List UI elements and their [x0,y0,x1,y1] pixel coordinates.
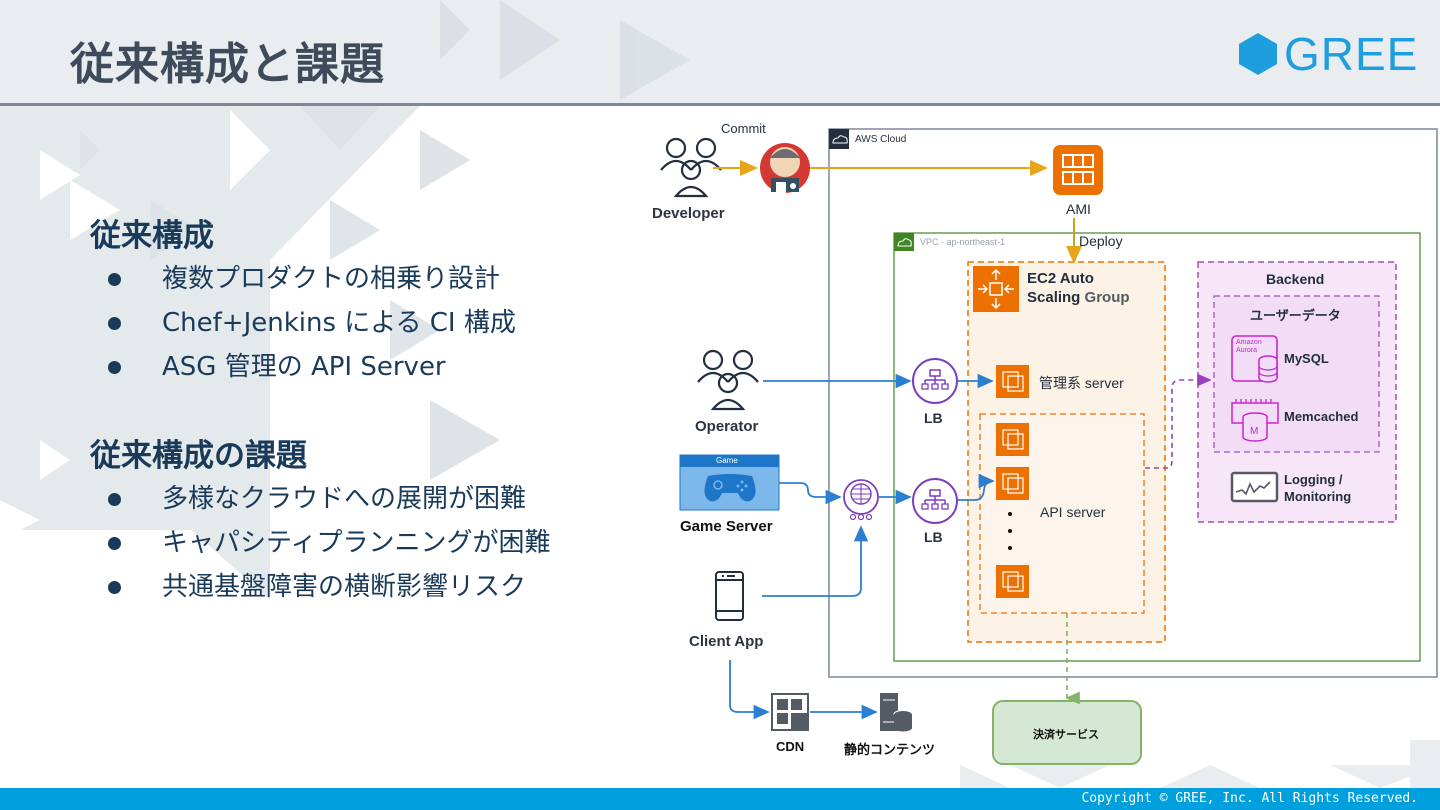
mysql-label: MySQL [1284,351,1329,366]
ami-label: AMI [1066,201,1091,217]
ec2-instance-icons [996,365,1029,598]
aurora-mysql-icon [1231,335,1278,383]
aws-cloud-label: AWS Cloud [855,134,907,145]
jenkins-icon [760,143,810,194]
user-data-label: ユーザーデータ [1250,308,1341,323]
ec2-api-icon-n [996,565,1029,598]
bullet-icon [108,317,121,330]
static-content-label: 静的コンテンツ [844,742,936,757]
bullet-icon [108,273,121,286]
internet-gateway-icon [843,479,879,521]
list-item: 多様なクラウドへの展開が困難 [106,477,550,521]
ec2-api-icon-1 [996,423,1029,456]
lb-bottom-label: LB [924,529,943,545]
operator-icon [697,349,759,411]
ec2-admin-icon [996,365,1029,398]
list-item: Chef+Jenkins による CI 構成 [106,301,516,345]
game-window-title: Game [716,456,738,465]
hexagon-icon [1239,33,1277,75]
list-item: 複数プロダクトの相乗り設計 [106,257,516,301]
lb-top-label: LB [924,410,943,426]
client-to-igw-arrow [762,525,869,597]
bullet-icon [108,493,121,506]
ami-icon [1053,145,1103,195]
user-data-box [1213,295,1380,453]
memcached-glyph: M [1250,426,1259,437]
header-divider [0,103,1440,106]
list-item: キャパシティプランニングが困難 [106,521,550,565]
footer: Copyright © GREE, Inc. All Rights Reserv… [0,788,1440,810]
asg-label: EC2 Auto Scaling Group [1027,270,1130,306]
deploy-label: Deploy [1079,233,1123,249]
issues-list: 多様なクラウドへの展開が困難 キャパシティプランニングが困難 共通基盤障害の横断… [106,477,550,609]
developer-icon [660,137,722,198]
game-to-igw-arrow [779,482,842,505]
cdn-icon [771,693,809,731]
admin-server-label: 管理系 server [1039,375,1124,391]
header: 従来構成と課題 GREE [0,0,1440,104]
aws-cloud-icon [829,129,849,149]
gree-logo: GREE [1238,31,1418,77]
backend-label: Backend [1266,271,1325,287]
static-content-server-icon [880,693,913,732]
cdn-label: CDN [776,739,805,754]
list-item: ASG 管理の API Server [106,345,516,389]
client-to-cdn-arrow [729,660,770,720]
bullet-icon [108,537,121,550]
payment-service-label: 決済サービス [1033,729,1099,741]
lb-icon-bottom [912,478,958,524]
developer-label: Developer [652,205,725,222]
logging-monitoring-label: Logging /Monitoring [1284,472,1352,504]
game-server-icon [679,454,780,511]
mobile-phone-icon [715,571,744,621]
list-item: 共通基盤障害の横断影響リスク [106,565,550,609]
lb-icon-top [912,358,958,404]
bullet-icon [108,361,121,374]
logo-text: GREE [1284,28,1419,80]
ec2-api-icon-2 [996,467,1029,500]
client-app-label: Client App [689,633,764,650]
api-server-label: API server [1040,504,1106,520]
section-heading-current: 従来構成 [90,218,214,254]
vpc-label: VPC - ap-northeast-1 [920,237,1006,247]
section-heading-issues: 従来構成の課題 [90,438,307,474]
game-server-label: Game Server [680,518,773,535]
monitoring-icon [1230,471,1279,503]
memcached-icon [1231,399,1279,442]
operator-label: Operator [695,418,759,435]
page-title: 従来構成と課題 [70,39,385,90]
bullet-icon [108,581,121,594]
copyright-text: Copyright © GREE, Inc. All Rights Reserv… [1081,791,1418,806]
lb-to-api-arrow [957,473,995,501]
current-architecture-list: 複数プロダクトの相乗り設計 Chef+Jenkins による CI 構成 ASG… [106,257,516,389]
memcached-label: Memcached [1284,409,1359,424]
commit-label: Commit [721,121,766,136]
